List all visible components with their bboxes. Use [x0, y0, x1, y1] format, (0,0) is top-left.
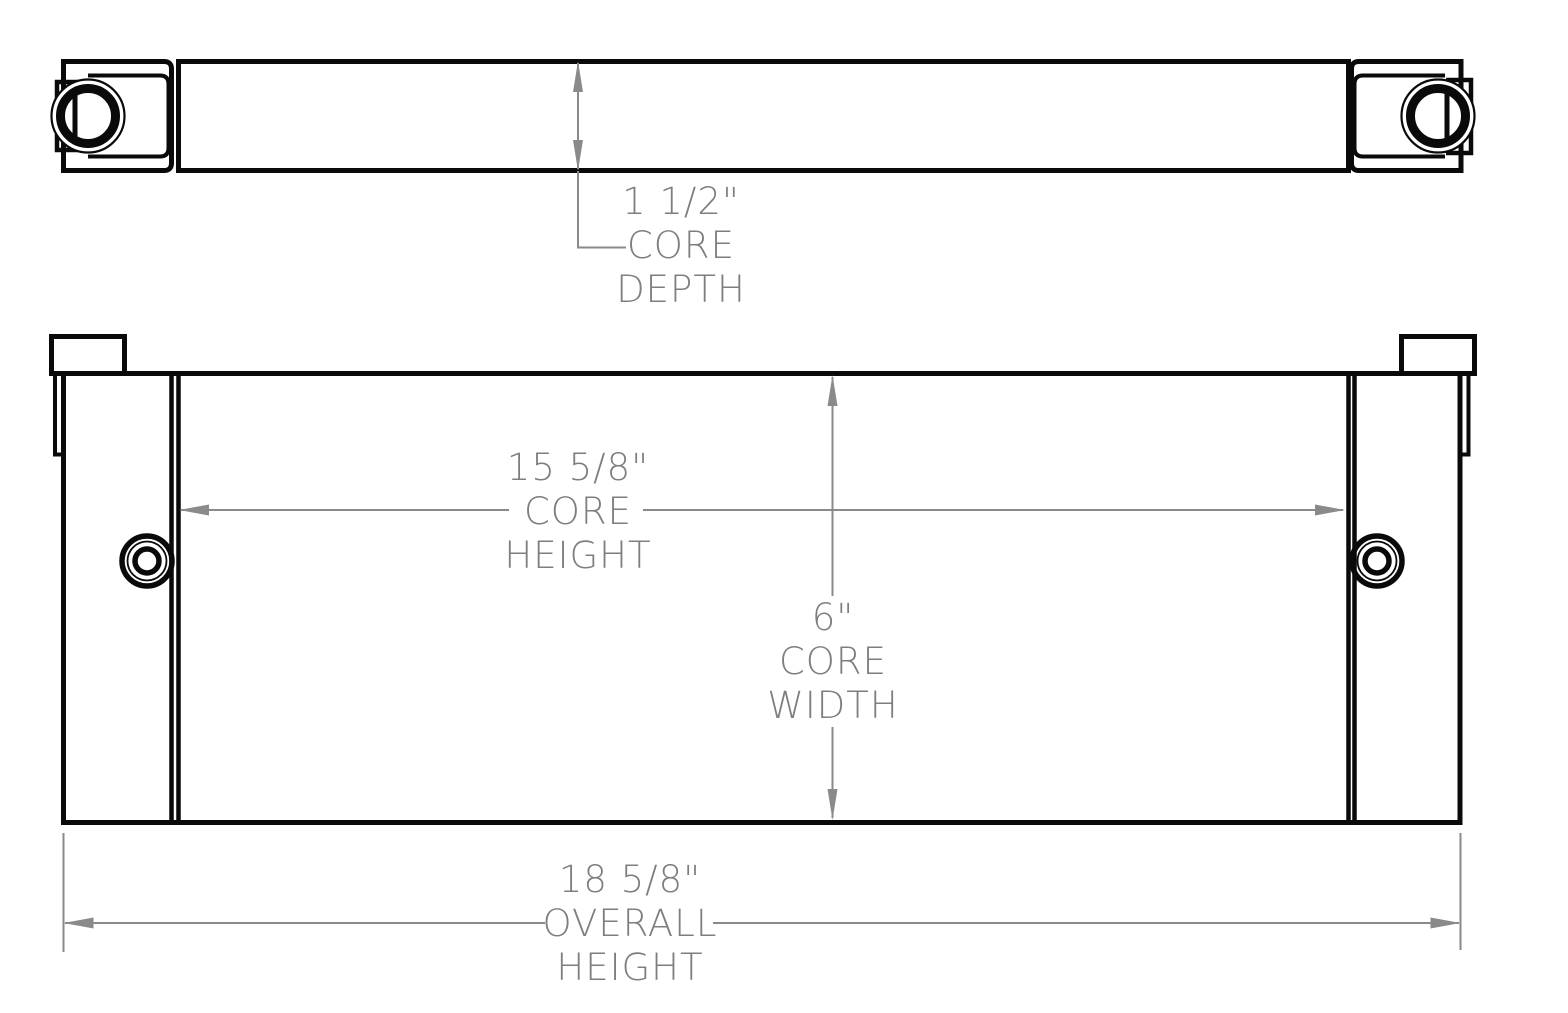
overall-height-dimension: [62, 833, 1462, 952]
arrowhead-down: [827, 789, 838, 820]
front-view-right-bolt-boss: [1349, 533, 1405, 589]
arrowhead-left: [63, 917, 94, 929]
core-width-word-1: CORE: [778, 640, 888, 683]
front-view: [49, 334, 1477, 825]
core-depth-value: 1 1/2": [622, 180, 740, 223]
front-view-left-mounting-tab: [49, 334, 127, 374]
top-view-left-tank: [61, 59, 174, 173]
port-bold-ring: [1406, 84, 1470, 148]
core-depth-word-2: DEPTH: [616, 268, 746, 311]
overall-height-word-1: OVERALL: [542, 902, 718, 945]
bolt-boss-outer-ring: [119, 533, 175, 589]
core-height-word-1: CORE: [523, 490, 633, 533]
core-height-label: 15 5/8" CORE HEIGHT: [428, 446, 728, 578]
overall-height-label: 18 5/8" OVERALL HEIGHT: [480, 858, 780, 990]
core-width-value: 6": [811, 596, 855, 639]
port-bold-ring: [56, 84, 120, 148]
top-view-left-port: [50, 78, 126, 154]
overall-height-value: 18 5/8": [558, 858, 702, 901]
arrowhead-right: [1315, 504, 1345, 516]
top-view-right-tank-inner-profile: [1352, 73, 1445, 159]
front-view-left-bolt-boss: [119, 533, 175, 589]
bolt-boss-outer-ring: [1349, 533, 1405, 589]
core-height-word-2: HEIGHT: [504, 534, 652, 577]
bolt-boss-middle-ring: [126, 540, 168, 582]
front-view-right-side-strip: [1460, 376, 1471, 457]
overall-height-word-2: HEIGHT: [556, 946, 704, 989]
core-depth-word-1: CORE: [626, 224, 736, 267]
leader-line: [577, 171, 626, 249]
bolt-boss-middle-ring: [1356, 540, 1398, 582]
front-view-right-mounting-tab: [1399, 334, 1477, 374]
arrowhead-up: [573, 61, 583, 92]
top-view: [50, 59, 1476, 173]
dimension-linework: [62, 61, 1462, 952]
front-view-left-side-strip: [53, 376, 63, 457]
core-width-word-2: WIDTH: [767, 684, 899, 727]
top-view-core-body: [176, 59, 1351, 173]
core-height-value: 15 5/8": [506, 446, 650, 489]
core-depth-label: 1 1/2" CORE DEPTH: [531, 180, 831, 312]
bolt-boss-inner-ring: [1362, 546, 1392, 576]
core-depth-dimension: [573, 61, 626, 249]
arrowhead-left: [179, 504, 209, 516]
core-height-dimension: [179, 504, 1345, 516]
arrowhead-up: [827, 375, 838, 406]
core-width-label: 6" CORE WIDTH: [683, 596, 983, 728]
arrowhead-right: [1430, 917, 1461, 929]
bolt-boss-inner-ring: [132, 546, 162, 576]
core-width-dimension: [827, 375, 838, 820]
top-view-left-tank-inner-profile: [88, 73, 171, 159]
top-view-right-tank: [1349, 59, 1464, 173]
arrowhead-down: [573, 140, 583, 171]
top-view-right-port: [1400, 78, 1476, 154]
